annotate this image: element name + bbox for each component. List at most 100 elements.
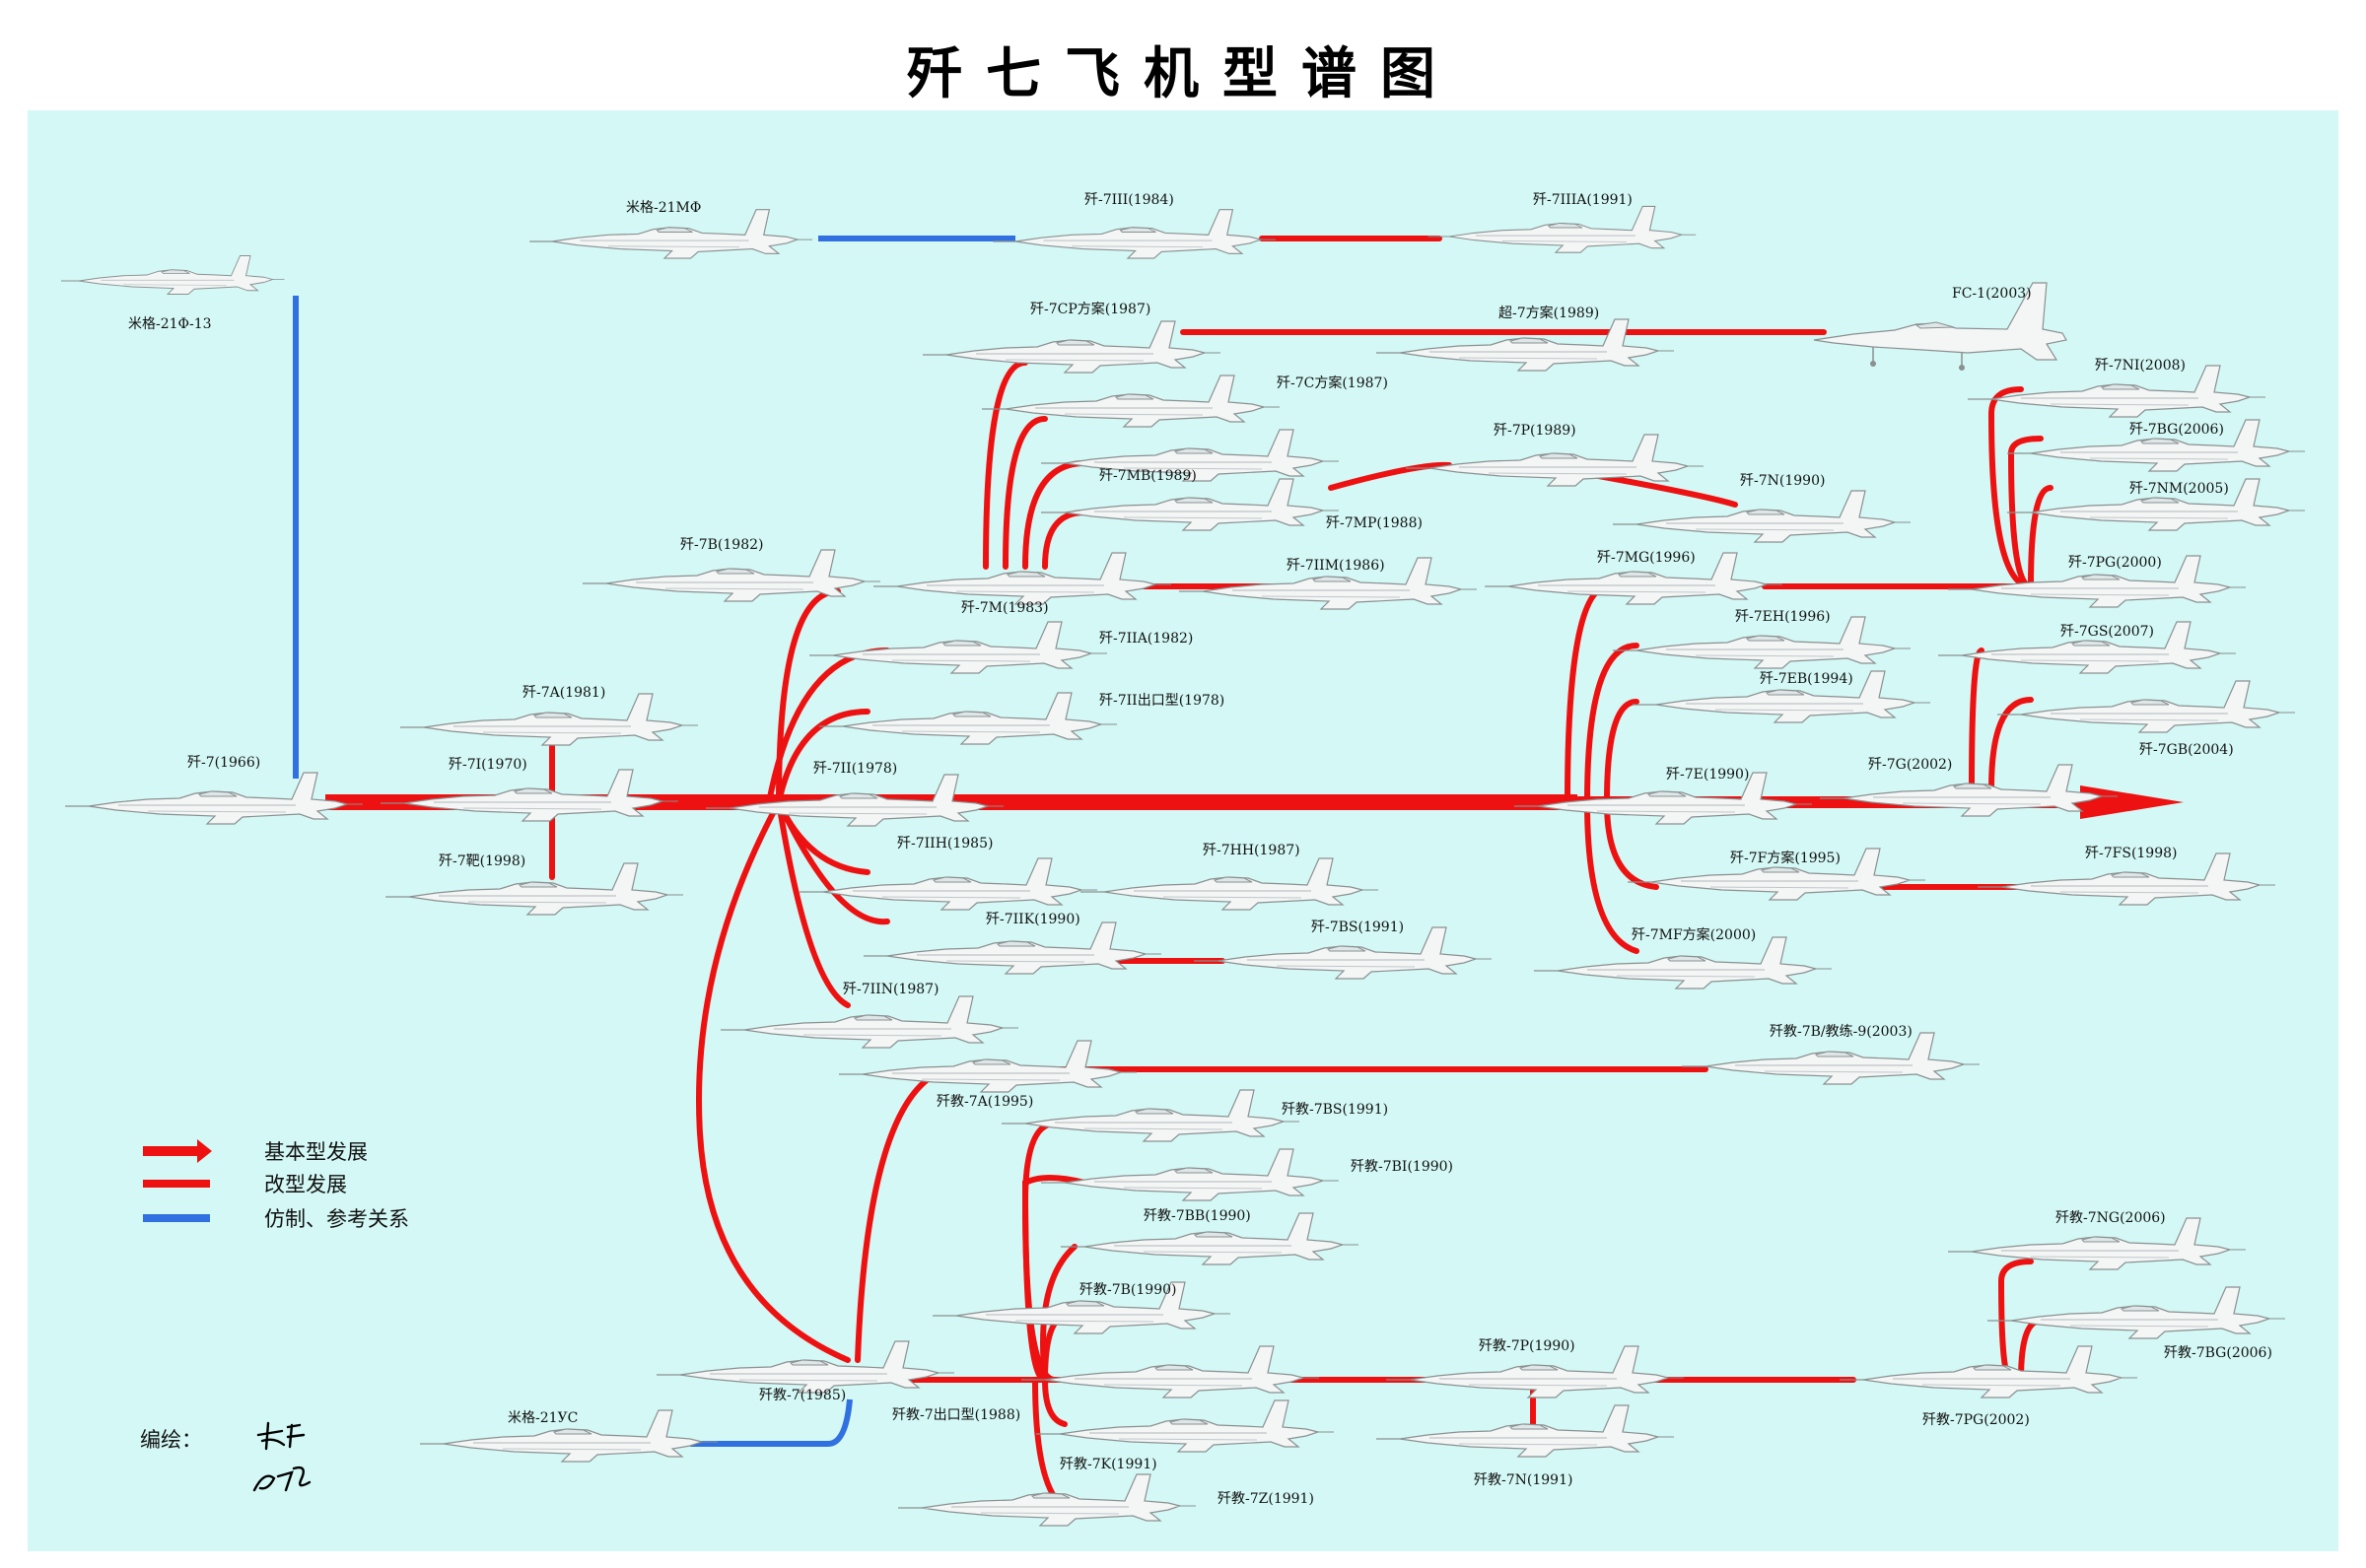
aircraft-j7m: 歼-7M(1983) (872, 552, 1172, 616)
aircraft-j7p: 歼-7P(1989) (1405, 423, 1705, 487)
aircraft-silhouette (818, 692, 1118, 745)
aircraft-label: 歼教-7出口型(1988) (892, 1407, 1020, 1423)
aircraft-j7i: 歼-7I(1970) (380, 757, 679, 822)
aircraft-j7n: 歼-7N(1990) (1612, 473, 1912, 543)
aircraft-jj7exp: 歼教-7出口型(1988) (892, 1345, 1320, 1423)
aircraft-label: 歼-7HH(1987) (1203, 843, 1300, 858)
variant-link (855, 1066, 949, 1363)
aircraft-label: 歼-7II出口型(1978) (1099, 693, 1224, 709)
legend-label-basic: 基本型发展 (264, 1140, 368, 1164)
aircraft-j7pg: 歼-7PG(2000) (1947, 555, 2247, 608)
aircraft-label: 歼-7M(1983) (961, 600, 1049, 616)
aircraft-label: 歼-7C方案(1987) (1277, 375, 1388, 391)
aircraft-jj7: 歼教-7(1985) (656, 1340, 955, 1403)
variant-link (696, 799, 851, 1363)
variant-link (1988, 697, 2034, 791)
legend: 基本型发展 改型发展 仿制、参考关系 (143, 1139, 409, 1231)
aircraft-silhouette (992, 209, 1277, 259)
aircraft-jj7bb: 歼教-7BB(1990) (1060, 1208, 1359, 1265)
aircraft-silhouette (1681, 1032, 1981, 1085)
aircraft-label: 歼-7MG(1996) (1597, 550, 1696, 566)
author-signature (252, 1421, 312, 1492)
aircraft-label: 米格-21Φ-13 (128, 316, 212, 332)
aircraft-mig21us: 米格-21УC (419, 1409, 719, 1463)
aircraft-jj7ng: 歼教-7NG(2006) (1947, 1210, 2247, 1270)
aircraft-jj7bi: 歼教-7BI(1990) (1040, 1148, 1453, 1201)
aircraft-label: 歼-7MB(1989) (1099, 468, 1197, 484)
diagram-title: 歼七飞机型谱图 (907, 42, 1459, 106)
aircraft-label: 歼-7BS(1991) (1311, 920, 1404, 935)
aircraft-silhouette (64, 772, 364, 825)
basic-development-arrow (2080, 785, 2184, 819)
aircraft-label: 歼-7BG(2006) (2129, 422, 2224, 438)
aircraft-j7bg: 歼-7BG(2006) (2006, 419, 2306, 472)
aircraft-j7mg: 歼-7MG(1996) (1484, 550, 1783, 605)
aircraft-label: 歼教-7Z(1991) (1218, 1491, 1314, 1507)
aircraft-silhouette (1819, 764, 2119, 817)
variant-link (1328, 461, 1452, 491)
aircraft-silhouette (1040, 478, 1340, 531)
aircraft-label: 歼-7N(1990) (1740, 473, 1825, 489)
aircraft-label: 歼教-7N(1991) (1474, 1472, 1572, 1488)
aircraft-label: 歼-7CP方案(1987) (1030, 301, 1150, 317)
aircraft-j7iik: 歼-7IIK(1990) (863, 912, 1162, 975)
variant-link (1021, 1175, 1087, 1383)
aircraft-label: 歼-7I(1970) (449, 757, 527, 773)
aircraft-chao7: 超-7方案(1989) (1375, 305, 1675, 372)
aircraft-j7f: 歼-7F方案(1995) (1627, 848, 1926, 901)
aircraft-silhouette (981, 375, 1281, 428)
variant-link (1987, 386, 2034, 589)
aircraft-label: 歼教-7B(1990) (1079, 1282, 1176, 1298)
variant-link (1042, 510, 1087, 570)
variant-link (1584, 799, 1639, 954)
aircraft-label: 歼-7E(1990) (1666, 767, 1749, 783)
aircraft-label: 歼-7(1966) (187, 755, 260, 771)
aircraft-j7g: 歼-7G(2002) (1819, 757, 2119, 817)
aircraft-silhouette (808, 621, 1108, 674)
aircraft-silhouette (1035, 1399, 1335, 1453)
aircraft-label: 歼-7MP(1988) (1326, 515, 1423, 531)
legend-label-reference: 仿制、参考关系 (264, 1207, 409, 1231)
aircraft-label: 歼-7NI(2008) (2095, 358, 2186, 374)
aircraft-j7cp: 歼-7CP方案(1987) (922, 301, 1221, 374)
aircraft-silhouette (60, 255, 285, 295)
aircraft-silhouette (1612, 490, 1912, 543)
aircraft-label: 歼-7EB(1994) (1760, 671, 1853, 687)
aircraft-silhouette (1020, 1345, 1320, 1398)
aircraft-label: 歼-7IIA(1982) (1099, 631, 1193, 647)
aircraft-silhouette (1001, 1089, 1300, 1142)
aircraft-j7gb: 歼-7GB(2004) (1996, 680, 2296, 758)
aircraft-jj7pg: 歼教-7PG(2002) (1839, 1345, 2138, 1428)
author-label: 编绘： (140, 1428, 202, 1452)
aircraft-j7iiia: 歼-7IIIA(1991) (1427, 192, 1697, 253)
aircraft-label: 歼-7IIM(1986) (1287, 558, 1385, 574)
aircraft-label: 歼-7IIH(1985) (897, 836, 993, 852)
aircraft-label: 歼-7EH(1996) (1735, 609, 1831, 625)
variant-link (1584, 643, 1639, 805)
aircraft-j7ii: 歼-7II(1978) (705, 761, 1005, 827)
aircraft-j7iiexp: 歼-7II出口型(1978) (818, 692, 1224, 745)
aircraft-jj7k: 歼教-7K(1991) (1035, 1399, 1335, 1472)
legend-blue-swatch (143, 1214, 210, 1222)
aircraft-silhouette (863, 921, 1162, 975)
variant-link (2028, 485, 2053, 589)
aircraft-label: 歼教-7A(1995) (937, 1094, 1033, 1110)
aircraft-label: 歼-7A(1981) (522, 685, 605, 701)
aircraft-j7ba: 歼-7靶(1998) (384, 853, 684, 916)
variant-link (1604, 799, 1659, 890)
variant-link (1032, 1377, 1068, 1511)
aircraft-j7fs: 歼-7FS(1998) (1977, 846, 2276, 906)
aircraft-j7b: 歼-7B(1982) (582, 537, 881, 602)
aircraft-label: 歼-7IIIA(1991) (1533, 192, 1633, 208)
aircraft-label: 歼教-7(1985) (759, 1388, 846, 1403)
aircraft-jj7z: 歼教-7Z(1991) (897, 1473, 1314, 1527)
aircraft-j7a: 歼-7A(1981) (399, 685, 699, 746)
aircraft-j7c: 歼-7C方案(1987) (981, 375, 1388, 428)
aircraft-silhouette (399, 693, 699, 746)
aircraft-silhouette (384, 862, 684, 916)
aircraft-silhouette (1996, 680, 2296, 733)
aircraft-label: 歼-7G(2002) (1868, 757, 1952, 773)
legend-label-variant: 改型发展 (264, 1173, 347, 1196)
aircraft-j7iim: 歼-7IIM(1986) (1178, 557, 1478, 610)
aircraft-silhouette (922, 320, 1221, 374)
